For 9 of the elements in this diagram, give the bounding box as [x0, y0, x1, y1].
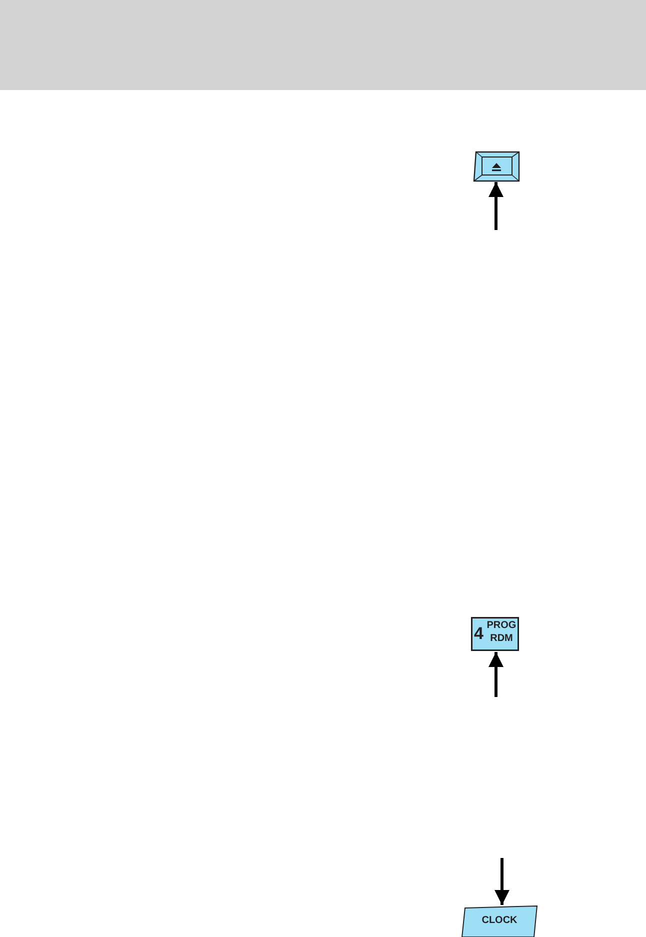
arrow — [488, 182, 504, 230]
preset-number: 4 — [474, 624, 484, 644]
button-label: CLOCK — [480, 915, 518, 926]
button-label: PROG RDM — [486, 619, 517, 645]
arrow — [488, 652, 504, 697]
clock-button — [462, 906, 537, 937]
radio-button — [471, 617, 519, 651]
radio-button — [474, 152, 519, 181]
arrow — [494, 858, 510, 905]
